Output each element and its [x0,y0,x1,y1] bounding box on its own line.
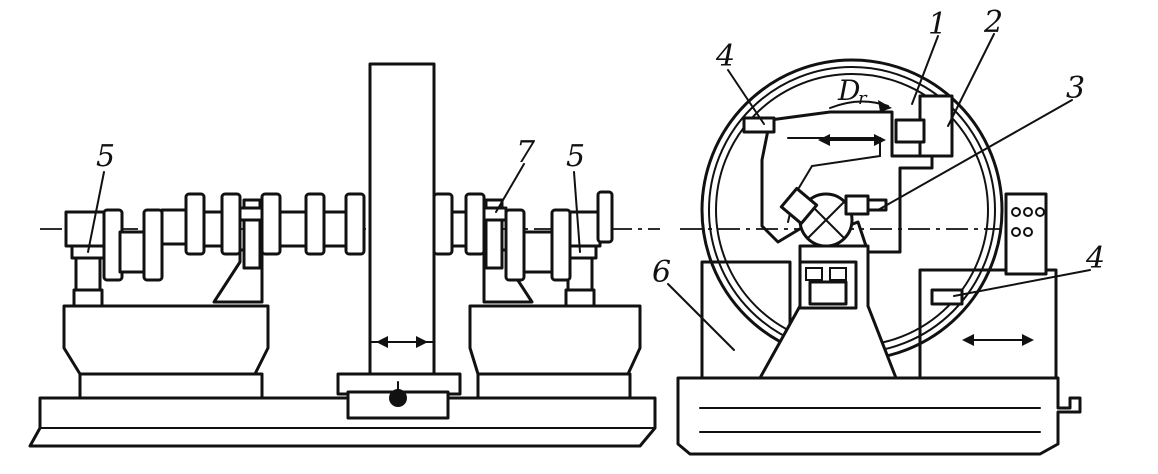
right-headstock [468,236,642,400]
crankshaft [64,190,614,282]
front-view [28,62,660,448]
label-housing: 1 [928,7,947,42]
cutting-tool [844,194,870,216]
leader-lines [87,33,1091,351]
label-base: 6 [652,255,671,290]
upper-guide [918,94,954,158]
diameter-symbol: D [837,74,860,107]
diameter-callout: D r [829,74,892,112]
diameter-subscript: r [858,88,868,109]
side-base [676,376,1082,456]
left-headstock [62,236,270,400]
label-ring: 2 [983,5,1003,40]
lower-guide [930,288,964,306]
machine-bed [28,396,657,448]
label-upper-guide: 4 [715,39,735,74]
grinding-wheel [368,62,436,382]
control-knob-icon [1011,207,1021,217]
side-view: D r [676,58,1082,456]
label-left-support: 5 [96,139,115,174]
label-lower-guide: 4 [1085,241,1105,276]
housing-feed-arrow [818,134,886,146]
label-steady-clamp: 7 [516,135,536,170]
label-tool: 3 [1066,71,1085,106]
base-feed-arrow [962,334,1034,346]
label-right-support: 5 [566,139,585,174]
wheel-feed-arrow [376,336,428,348]
part-labels: 5 7 5 1 2 3 4 4 6 [96,5,1105,290]
